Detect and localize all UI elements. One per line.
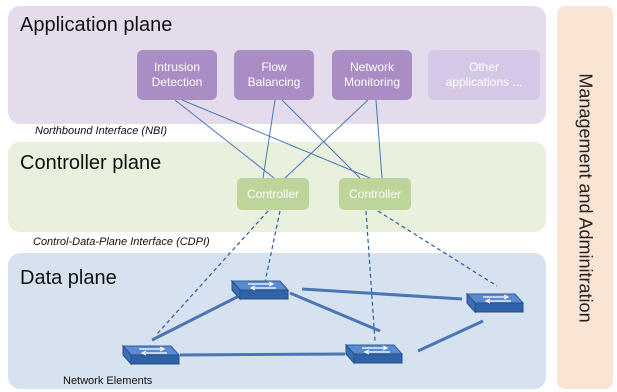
application-plane: Application plane Intrusion Detection Fl… [8,6,546,124]
data-plane-title: Data plane [20,267,117,289]
controller-plane-title: Controller plane [20,152,162,174]
network-elements-label: Network Elements [63,375,153,387]
controller-plane: Controller plane Controller Controller [8,142,546,232]
app-flow-balancing: Flow Balancing [234,50,314,100]
app-other-applications: Other applications ... [428,50,540,100]
application-plane-title: Application plane [20,14,173,36]
app-network-monitoring: Network Monitoring [332,50,412,100]
nbi-label: Northbound Interface (NBI) [35,125,168,137]
data-plane: Data plane [8,253,546,389]
management-panel: Management and Adminitration [557,6,613,389]
controller-1: Controller [237,178,309,210]
cdpi-label: Control-Data-Plane Interface (CDPI) [33,236,210,248]
controller-2: Controller [339,178,411,210]
app-intrusion-detection: Intrusion Detection [137,50,217,100]
management-label: Management and Adminitration [575,72,596,323]
